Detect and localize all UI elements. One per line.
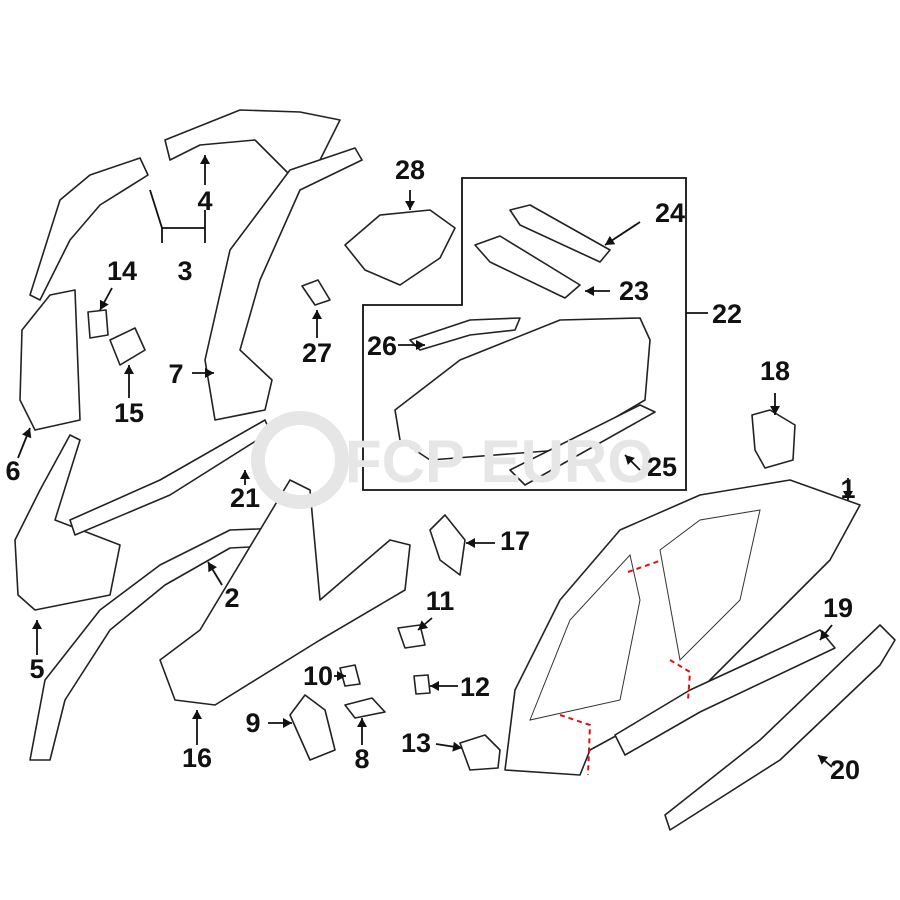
callout-27: 27 (302, 338, 332, 368)
callout-arrows (17, 155, 853, 768)
part-25-rail (509, 404, 656, 486)
callout-4: 4 (197, 186, 212, 216)
arrowhead-icon (283, 718, 292, 728)
callout-13: 13 (401, 728, 431, 758)
cut-marks (559, 559, 692, 776)
arrowhead-icon (585, 286, 594, 296)
arrowhead-icon (357, 718, 367, 727)
arrowhead-icon (124, 365, 134, 374)
arrowhead-icon (466, 538, 475, 548)
part-8-bracket (344, 697, 386, 719)
part-23-crossmember (474, 235, 581, 299)
arrowhead-icon (208, 562, 217, 573)
arrowhead-icon (625, 455, 635, 465)
part-5-front-pillar (14, 434, 121, 611)
part-21-rocker-reinforcement (69, 419, 271, 536)
arrowhead-icon (22, 428, 32, 439)
arrowhead-icon (843, 491, 853, 500)
part-11-bracket (397, 624, 426, 649)
callout-17: 17 (500, 526, 530, 556)
callout-5: 5 (29, 654, 44, 684)
part-18-bracket (751, 409, 796, 469)
callout-24: 24 (655, 198, 685, 228)
callout-18: 18 (760, 356, 790, 386)
arrowhead-icon (200, 155, 210, 164)
group-22-box (362, 177, 687, 491)
arrowhead-icon (820, 629, 830, 640)
callout-11: 11 (426, 586, 455, 616)
callout-10: 10 (303, 661, 333, 691)
part-15-bracket (109, 327, 146, 366)
callout-3: 3 (177, 256, 192, 286)
part-10-bracket (339, 664, 361, 687)
arrowhead-icon (452, 741, 462, 752)
arrowhead-icon (605, 235, 616, 245)
part-14-bracket (87, 309, 109, 339)
arrowhead-icon (32, 620, 42, 629)
part-3-rear-pillar-reinforcement (29, 157, 149, 301)
part-6-quarter-inner (19, 289, 81, 431)
callout-6: 6 (5, 456, 20, 486)
callout-15: 15 (114, 398, 144, 428)
callout-21: 21 (230, 483, 260, 513)
arrowhead-icon (312, 310, 322, 319)
part-13-block (459, 734, 501, 771)
part-19-sill-inner (614, 629, 836, 756)
bracket-3 (149, 189, 206, 243)
arrowhead-icon (205, 368, 214, 378)
part-17-bracket (429, 514, 466, 576)
arrowhead-icon (818, 755, 829, 765)
part-28-panel (344, 209, 456, 286)
callout-14: 14 (107, 256, 137, 286)
arrowhead-icon (192, 710, 202, 719)
arrowhead-icon (337, 671, 346, 681)
part-16-inner-sill (159, 479, 411, 706)
arrowhead-icon (405, 201, 415, 210)
part-24-crossmember (509, 204, 611, 263)
arrowhead-icon (418, 620, 429, 630)
callout-8: 8 (354, 744, 369, 774)
part-26-brace (409, 317, 521, 351)
part-20-rocker (664, 624, 896, 831)
parts (14, 109, 896, 831)
part-1-door-openings (529, 509, 761, 721)
part-9-bracket (289, 694, 336, 761)
callout-2: 2 (224, 583, 239, 613)
part-22-floor-pan (394, 317, 651, 461)
callout-7: 7 (168, 359, 183, 389)
arrowhead-icon (770, 406, 780, 415)
arrowhead-icon (99, 299, 109, 310)
callout-labels: 1234567891011121314151617181920212223242… (5, 155, 860, 785)
callout-25: 25 (647, 452, 677, 482)
callout-19: 19 (823, 593, 853, 623)
arrowhead-icon (416, 340, 425, 350)
callout-20: 20 (830, 755, 860, 785)
arrowhead-icon (240, 470, 250, 479)
callout-12: 12 (460, 672, 490, 702)
callout-22: 22 (712, 299, 742, 329)
callout-23: 23 (619, 276, 649, 306)
arrowhead-icon (430, 681, 439, 691)
part-27-bracket (301, 279, 331, 306)
callout-28: 28 (395, 155, 425, 185)
callout-26: 26 (367, 331, 397, 361)
part-12-clip (413, 674, 431, 695)
callout-1: 1 (840, 474, 855, 504)
callout-16: 16 (182, 743, 212, 773)
part-7-center-pillar (204, 147, 363, 421)
callout-9: 9 (245, 708, 260, 738)
